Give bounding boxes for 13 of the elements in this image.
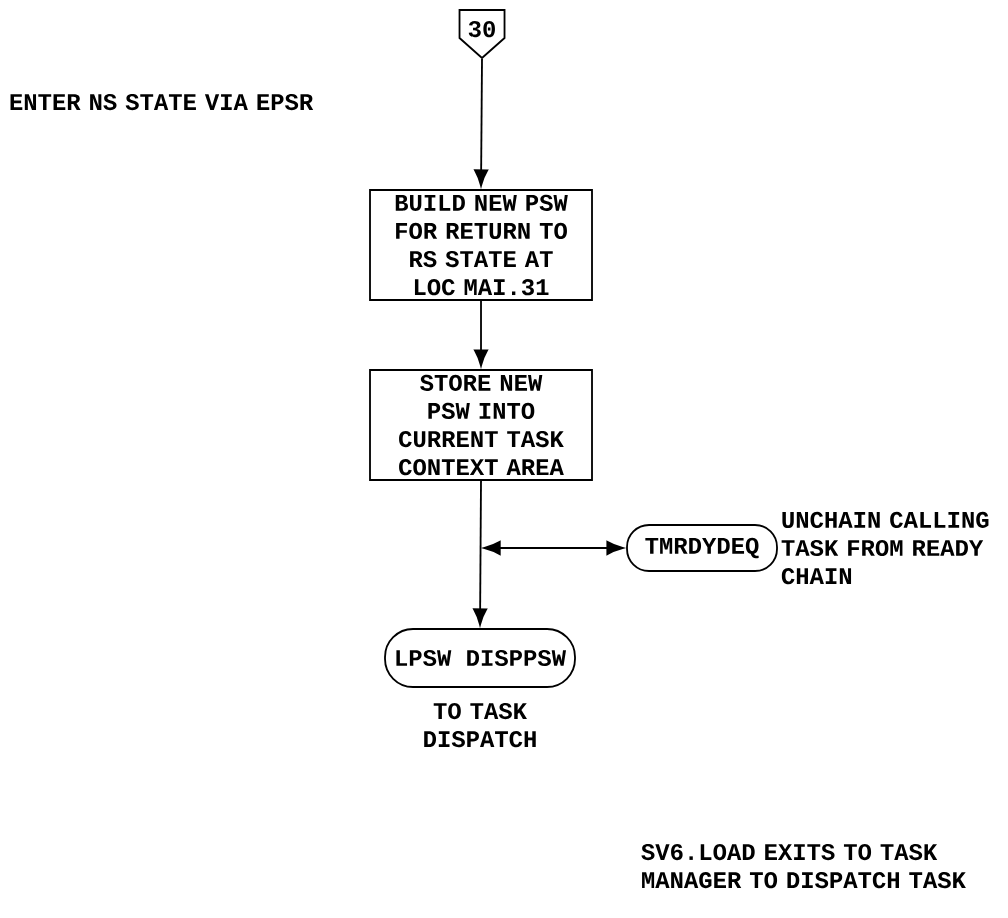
terminal-box: TMRDYDEQ <box>626 524 778 572</box>
node-note: UNCHAIN CALLING TASK FROM READY CHAIN <box>781 511 989 585</box>
off-page-connector: 30 <box>458 9 506 60</box>
terminal-box: LPSW DISPPSW <box>384 628 576 688</box>
process-box: STORE NEW PSW INTO CURRENT TASK CONTEXT AREA <box>369 369 593 481</box>
arrow <box>483 541 624 555</box>
arrow <box>474 300 489 367</box>
process-box: BUILD NEW PSW FOR RETURN TO RS STATE AT LOC MAI.31 <box>369 189 593 301</box>
arrow <box>474 58 489 187</box>
note-text: ENTER NS STATE VIA EPSR <box>10 93 314 111</box>
note-text: SV6.LOAD EXITS TO TASK MANAGER TO DISPATCH TASK <box>641 843 966 889</box>
node-note: TO TASK DISPATCH <box>424 702 536 748</box>
arrow <box>473 480 488 626</box>
